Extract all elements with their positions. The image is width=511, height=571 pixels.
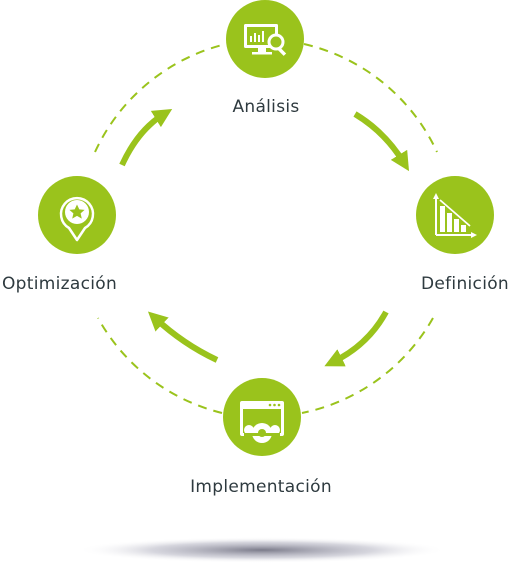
descending-chart-icon	[433, 193, 477, 238]
dashed-ring	[94, 43, 438, 414]
arrow-implementacion-to-optimizacion	[147, 311, 219, 363]
node-implementacion	[223, 378, 301, 456]
ring-segment-top-right	[303, 43, 438, 153]
star-pin-icon	[59, 196, 95, 242]
node-analisis	[226, 0, 304, 78]
ring-segment-bottom-left	[97, 317, 223, 414]
arrow-optimizacion-to-analisis	[119, 108, 173, 167]
stage-label-implementacion: Implementación	[190, 477, 332, 497]
monitor-magnifier-icon	[244, 24, 287, 56]
browser-gear-icon	[240, 401, 284, 443]
ring-segment-top-left	[94, 43, 227, 153]
node-optimizacion	[38, 176, 116, 254]
stage-label-definicion: Definición	[421, 274, 509, 294]
node-definicion	[416, 176, 494, 254]
arrow-analisis-to-definicion	[353, 111, 410, 172]
cycle-arrows	[119, 108, 410, 367]
arrow-definicion-to-implementacion	[324, 310, 389, 367]
ground-shadow	[77, 537, 447, 563]
stage-label-optimizacion: Optimización	[2, 274, 118, 294]
ring-segment-bottom-right	[301, 317, 434, 414]
stage-label-analisis: Análisis	[232, 97, 300, 117]
